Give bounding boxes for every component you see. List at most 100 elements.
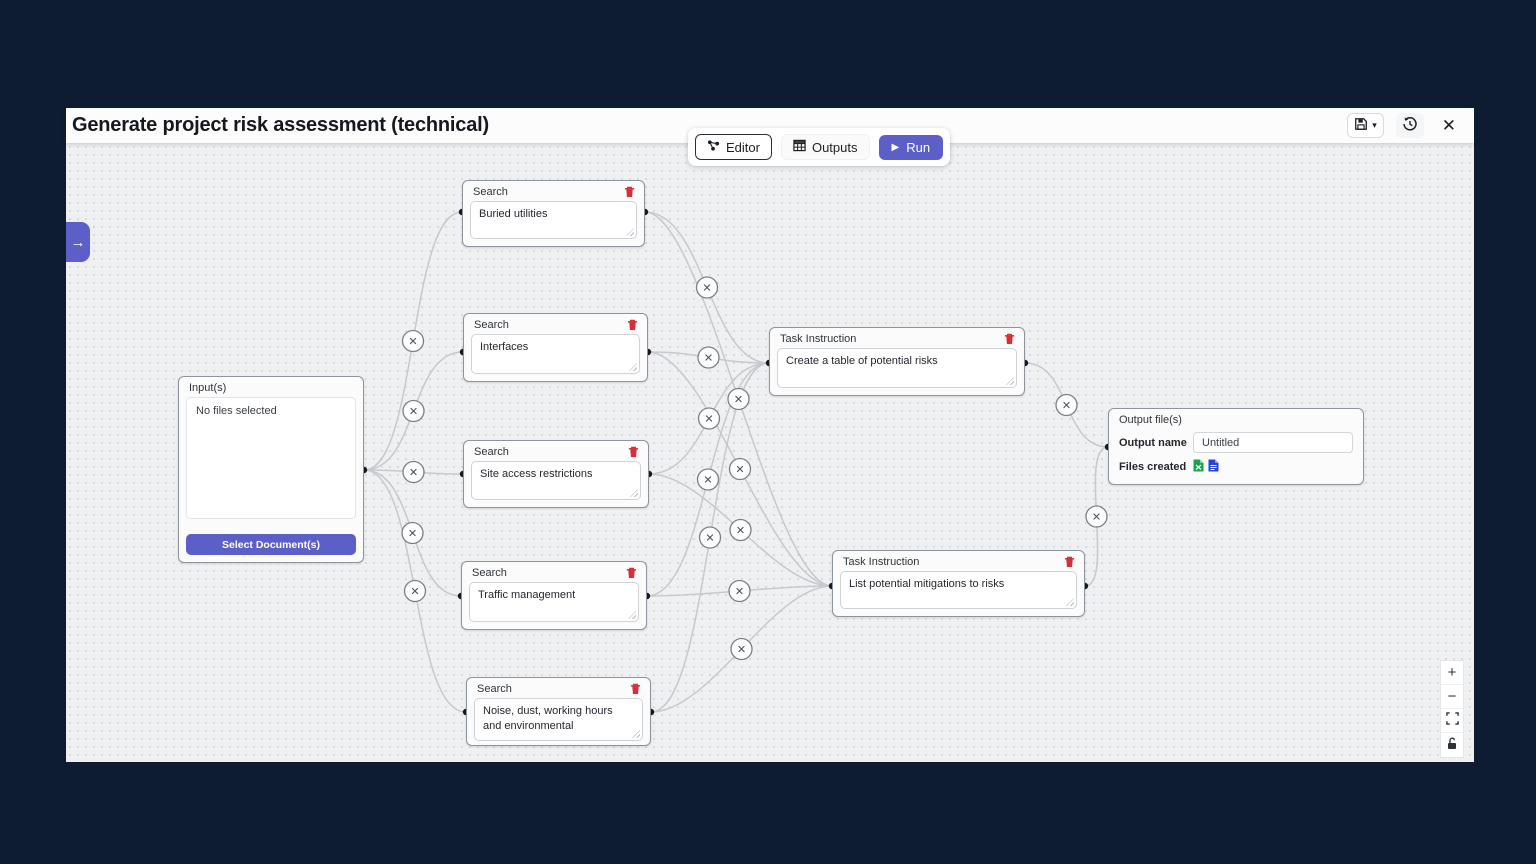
task-instruction-textarea[interactable]: Create a table of potential risks	[777, 348, 1017, 388]
select-documents-button[interactable]: Select Document(s)	[186, 534, 356, 555]
task-instruction-textarea[interactable]: List potential mitigations to risks	[840, 571, 1077, 609]
remove-edge-button[interactable]	[728, 579, 751, 603]
remove-edge-button[interactable]	[1085, 505, 1108, 528]
delete-node-button[interactable]	[626, 567, 637, 579]
search-query-text: Interfaces	[480, 341, 529, 353]
search-node-title: Search	[474, 446, 509, 458]
history-icon	[1402, 116, 1418, 135]
search-query-textarea[interactable]: Interfaces	[471, 334, 640, 374]
tab-editor[interactable]: Editor	[695, 134, 772, 160]
save-icon	[1354, 117, 1368, 134]
files-created-icons	[1193, 459, 1219, 475]
search-query-text: Site access restrictions	[480, 468, 593, 480]
delete-node-button[interactable]	[628, 446, 639, 458]
search-node-title: Search	[477, 683, 512, 695]
search-node[interactable]: Search Site access restrictions	[463, 440, 649, 508]
tab-outputs[interactable]: Outputs	[780, 134, 870, 160]
remove-edge-button[interactable]	[697, 407, 721, 430]
trash-icon	[626, 567, 637, 582]
canvas-controls: + −	[1440, 660, 1464, 758]
trash-icon	[628, 446, 639, 461]
trash-icon	[627, 319, 638, 334]
page-title: Generate project risk assessment (techni…	[72, 114, 489, 136]
resize-handle[interactable]	[628, 611, 636, 619]
resize-handle[interactable]	[1006, 377, 1014, 385]
delete-node-button[interactable]	[624, 186, 635, 198]
remove-edge-button[interactable]	[696, 468, 720, 491]
table-grid-icon	[793, 139, 806, 155]
remove-edge-button[interactable]	[1055, 393, 1078, 417]
resize-handle[interactable]	[630, 489, 638, 497]
delete-node-button[interactable]	[630, 683, 641, 695]
search-node[interactable]: Search Interfaces	[463, 313, 648, 382]
files-created-row: Files created	[1109, 456, 1363, 478]
output-name-row: Output name	[1109, 429, 1363, 456]
input-node-body: No files selected	[179, 397, 363, 526]
search-query-textarea[interactable]: Traffic management	[469, 582, 639, 622]
no-files-text: No files selected	[196, 405, 277, 417]
titlebar-actions: ▾ ✕	[1347, 113, 1462, 138]
save-button[interactable]: ▾	[1347, 113, 1384, 138]
resize-handle[interactable]	[626, 228, 634, 236]
search-node[interactable]: Search Traffic management	[461, 561, 647, 630]
remove-edge-button[interactable]	[728, 457, 752, 481]
tab-outputs-label: Outputs	[811, 139, 858, 155]
search-node[interactable]: Search Noise, dust, working hours and en…	[466, 677, 651, 746]
delete-node-button[interactable]	[627, 319, 638, 331]
task-node-title: Task Instruction	[780, 333, 857, 345]
output-node-title: Output file(s)	[1119, 414, 1182, 426]
remove-edge-button[interactable]	[727, 387, 750, 411]
remove-edge-button[interactable]	[729, 518, 752, 542]
workflow-editor-window: Generate project risk assessment (techni…	[66, 108, 1474, 762]
search-query-text: Buried utilities	[479, 208, 548, 220]
remove-edge-button[interactable]	[695, 276, 719, 299]
delete-node-button[interactable]	[1004, 333, 1015, 345]
remove-edge-button[interactable]	[730, 637, 753, 661]
search-query-text: Noise, dust, working hours and environme…	[483, 705, 613, 733]
task-instruction-node[interactable]: Task Instruction Create a table of poten…	[769, 327, 1025, 396]
close-button[interactable]: ✕	[1436, 114, 1462, 137]
view-toolbar: Editor Outputs ▶ Run	[688, 128, 951, 166]
remove-edge-button[interactable]	[401, 329, 425, 353]
delete-node-button[interactable]	[1064, 556, 1075, 568]
task-instruction-text: Create a table of potential risks	[786, 355, 938, 367]
fit-view-button[interactable]	[1441, 709, 1463, 733]
task-instruction-node[interactable]: Task Instruction List potential mitigati…	[832, 550, 1085, 617]
lock-toggle-button[interactable]	[1441, 733, 1463, 757]
task-instruction-text: List potential mitigations to risks	[849, 578, 1005, 590]
remove-edge-button[interactable]	[402, 460, 425, 484]
search-query-textarea[interactable]: Site access restrictions	[471, 461, 641, 500]
resize-handle[interactable]	[1066, 598, 1074, 606]
resize-handle[interactable]	[632, 729, 640, 738]
expand-sidebar-button[interactable]: →	[66, 222, 90, 262]
output-name-label: Output name	[1119, 436, 1187, 449]
run-button[interactable]: ▶ Run	[878, 134, 944, 160]
workflow-icon	[707, 139, 720, 155]
search-node[interactable]: Search Buried utilities	[462, 180, 645, 247]
remove-edge-button[interactable]	[697, 346, 720, 369]
remove-edge-button[interactable]	[403, 579, 427, 603]
search-query-textarea[interactable]: Noise, dust, working hours and environme…	[474, 698, 643, 741]
search-node-title: Search	[472, 567, 507, 579]
search-node-title: Search	[473, 186, 508, 198]
search-query-text: Traffic management	[478, 589, 576, 601]
remove-edge-button[interactable]	[698, 526, 722, 549]
history-button[interactable]	[1395, 113, 1424, 138]
workflow-canvas[interactable]: → Input(s) No files selected Select Docu…	[66, 143, 1474, 762]
files-created-label: Files created	[1119, 461, 1187, 473]
resize-handle[interactable]	[629, 363, 637, 371]
trash-icon	[1004, 333, 1015, 348]
unlocked-padlock-icon	[1446, 736, 1458, 754]
zoom-in-button[interactable]: +	[1441, 661, 1463, 685]
tab-editor-label: Editor	[726, 139, 760, 155]
zoom-out-button[interactable]: −	[1441, 685, 1463, 709]
search-query-textarea[interactable]: Buried utilities	[470, 201, 637, 239]
spreadsheet-file-icon[interactable]	[1193, 459, 1204, 475]
input-node[interactable]: Input(s) No files selected Select Docume…	[178, 376, 364, 563]
fit-view-icon	[1445, 712, 1459, 729]
remove-edge-button[interactable]	[401, 521, 424, 545]
output-files-node[interactable]: Output file(s) Output name Files created	[1108, 408, 1364, 485]
remove-edge-button[interactable]	[402, 399, 425, 423]
output-name-input[interactable]	[1193, 432, 1353, 453]
document-file-icon[interactable]	[1208, 459, 1219, 475]
